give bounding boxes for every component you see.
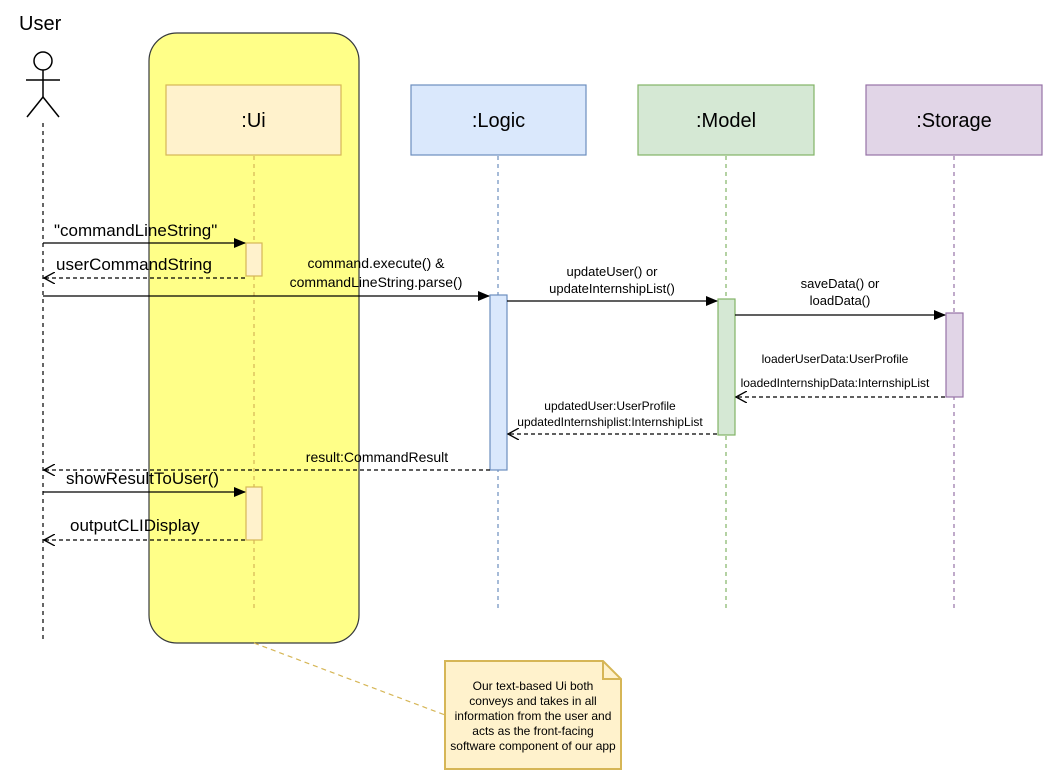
participant-storage: :Storage [865,84,1043,156]
note-line-4: acts as the front-facing [472,724,593,738]
participant-logic-label: :Logic [472,110,525,132]
participant-logic: :Logic [410,84,587,156]
note-line-5: software component of our app [450,739,616,753]
msg-user-command-string-label: userCommandString [56,255,212,274]
msg-updated-user-label-1: updatedUser:UserProfile [544,399,676,413]
msg-command-line-string-label: "commandLineString" [54,221,217,240]
msg-command-execute-label-2: commandLineString.parse() [290,274,463,290]
participant-model: :Model [637,84,815,156]
msg-updated-user-label-2: updatedInternshiplist:InternshipList [517,415,703,429]
msg-command-execute-label-1: command.execute() & [308,255,446,271]
msg-loaded-data-label-2: loadedInternshipData:InternshipList [741,376,930,390]
msg-update-user-label-2: updateInternshipList() [549,281,675,296]
msg-output-cli-label: outputCLIDisplay [70,516,200,535]
ui-activation-2 [245,486,263,541]
msg-save-data-label-2: loadData() [810,293,871,308]
msg-command-result-label: result:CommandResult [306,449,448,465]
participant-ui: :Ui [165,84,342,156]
actor-label: User [19,13,62,35]
logic-activation [489,294,508,471]
msg-loaded-data-label-1: loaderUserData:UserProfile [762,352,909,366]
actor-stick-figure-icon [26,51,60,118]
participant-model-label: :Model [696,110,756,132]
model-activation [717,298,736,436]
participant-storage-label: :Storage [916,110,992,132]
note-line-2: conveys and takes in all [469,694,596,708]
note-line-3: information from the user and [455,709,612,723]
note: Our text-based Ui both conveys and takes… [444,660,622,770]
msg-save-data-label-1: saveData() or [801,276,880,291]
storage-activation [945,312,964,398]
note-connector [253,642,446,716]
msg-update-user-label-1: updateUser() or [566,264,658,279]
note-line-1: Our text-based Ui both [473,679,594,693]
msg-show-result-label: showResultToUser() [66,469,219,488]
participant-ui-label: :Ui [241,110,265,132]
ui-activation-1 [245,242,263,277]
